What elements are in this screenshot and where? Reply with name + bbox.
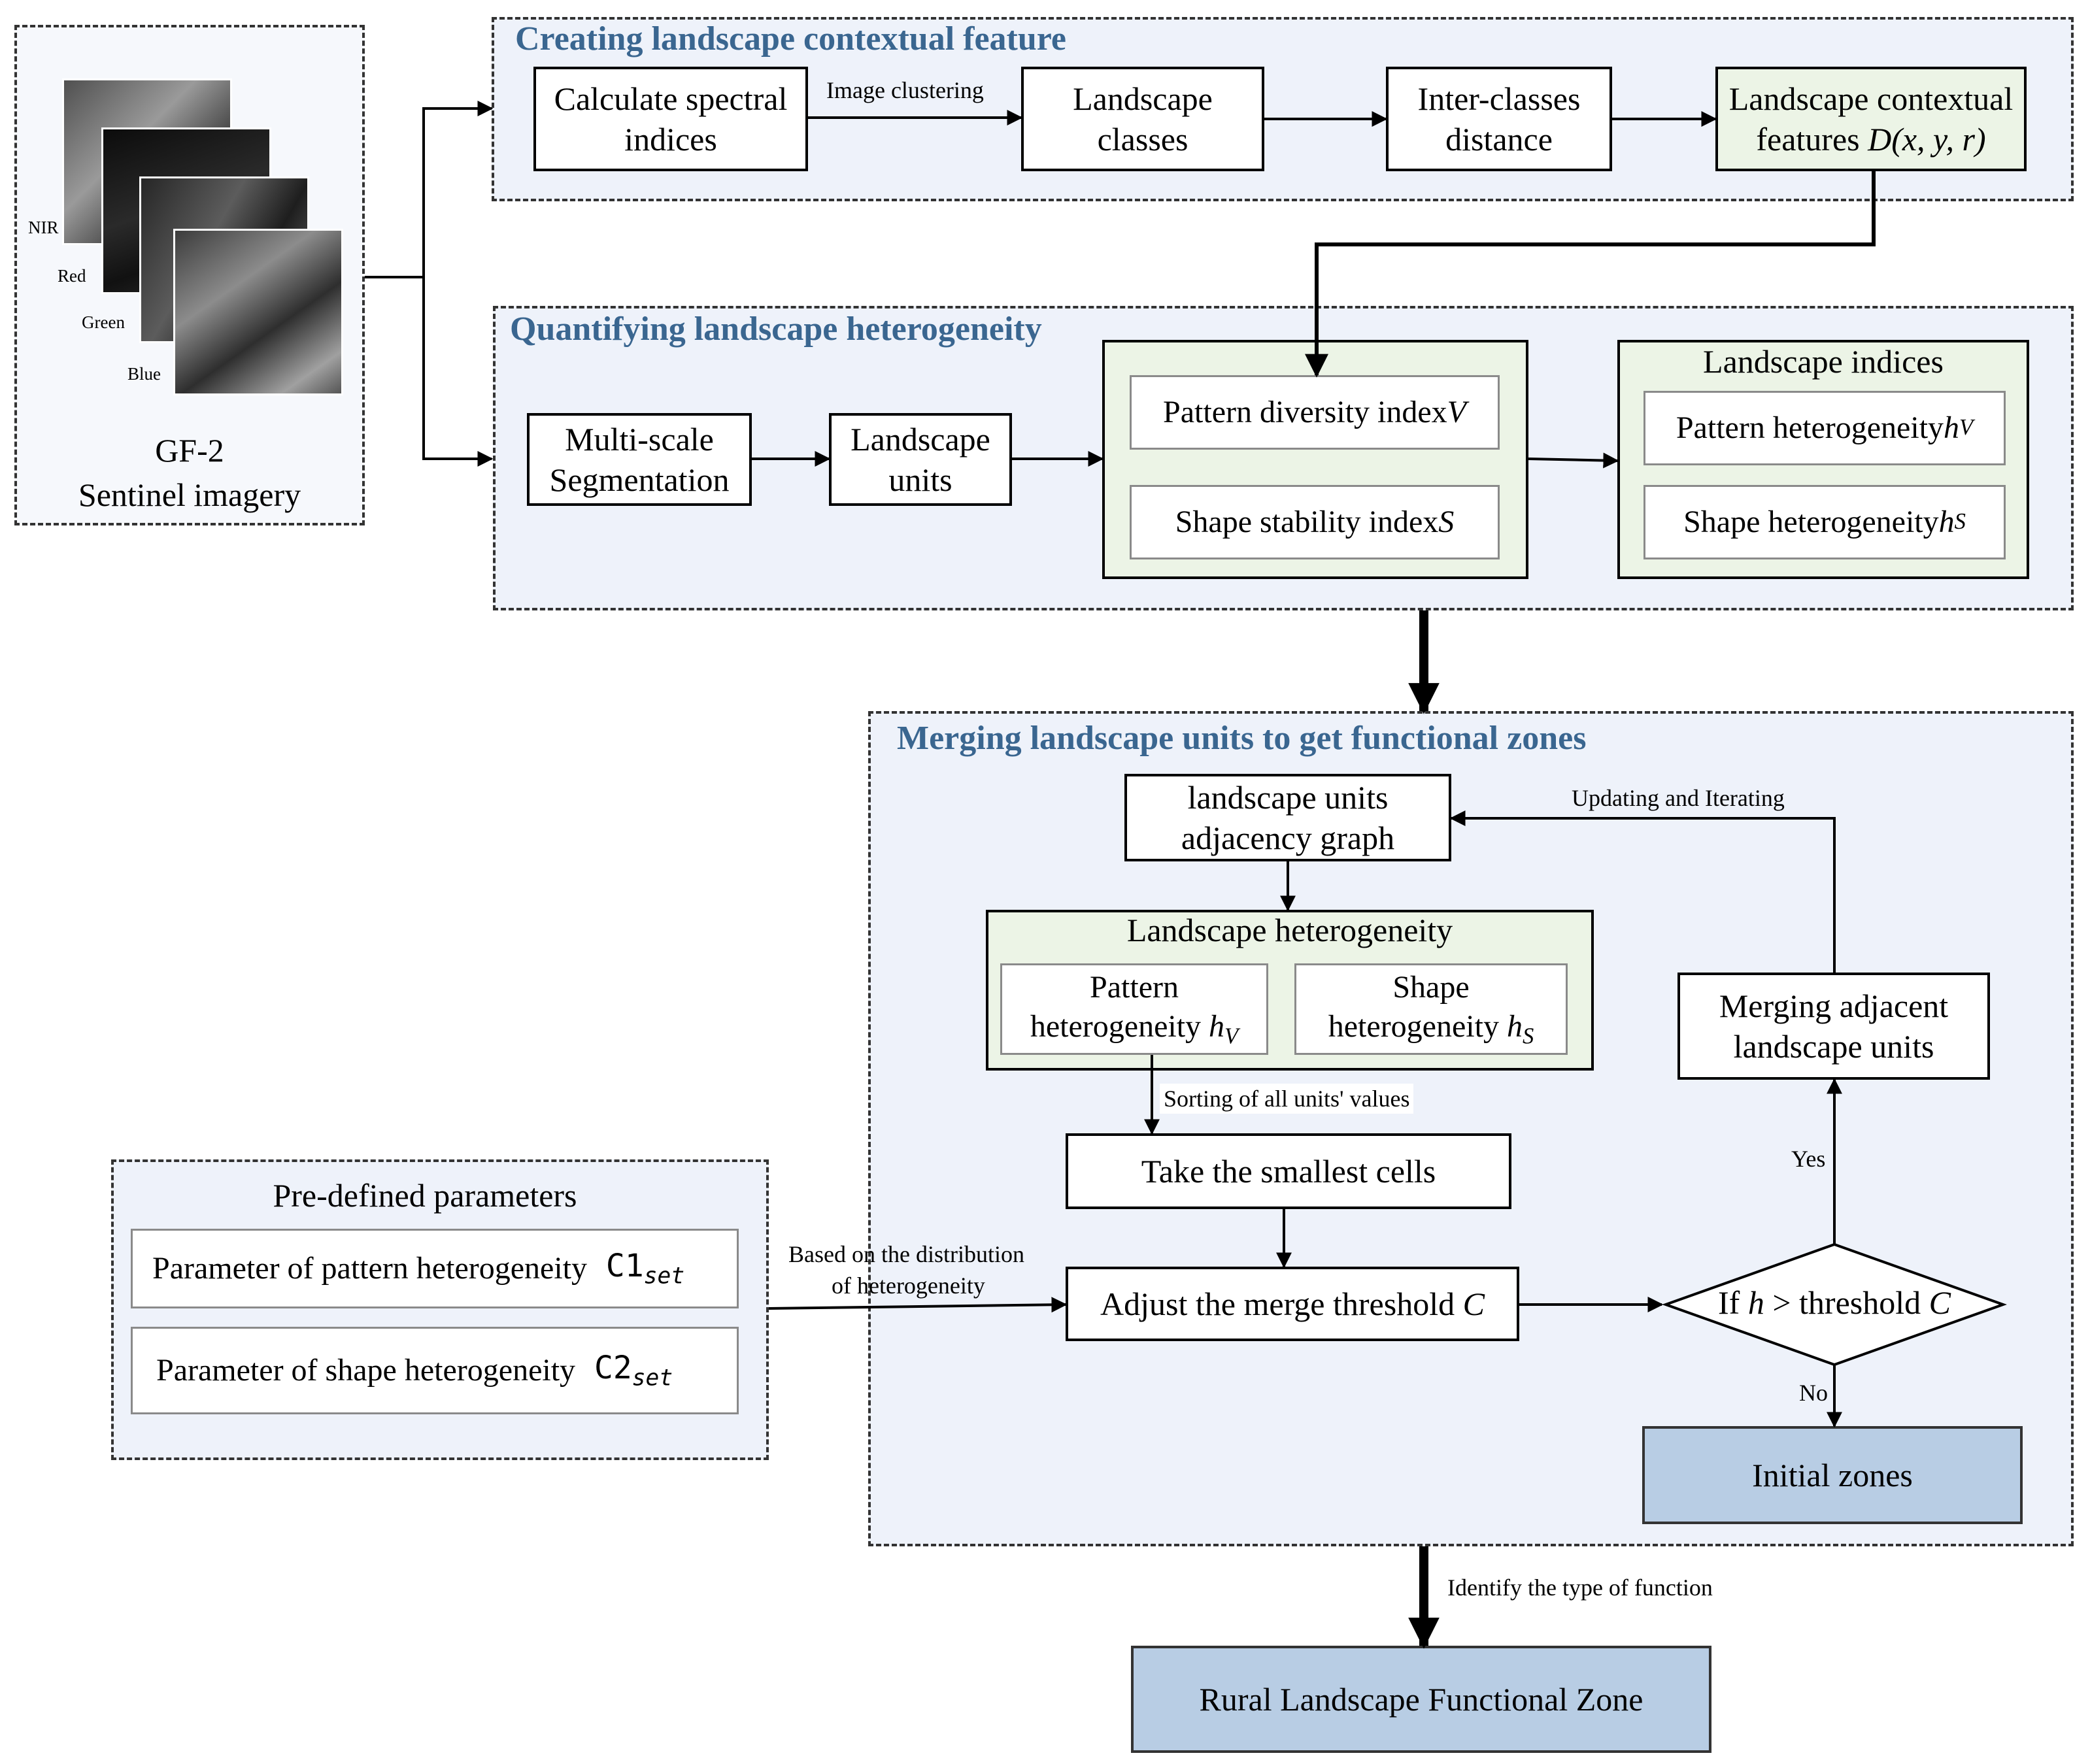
sorting-values-label: Sorting of all units' values [1160, 1084, 1414, 1114]
merging-panel [868, 711, 2074, 1546]
shape-parameter-box: Parameter of shape heterogeneity C2set [131, 1327, 739, 1414]
shape-heterogeneity-line2: heterogeneity hS [1328, 1008, 1534, 1049]
blue-band-label: Blue [127, 364, 161, 384]
identify-function-label: Identify the type of function [1443, 1573, 1717, 1603]
multi-scale-segmentation-box: Multi-scale Segmentation [527, 413, 752, 506]
adjacency-graph-box: landscape units adjacency graph [1124, 774, 1451, 861]
imagery-to-section1-arrow [422, 101, 494, 277]
landscape-units-box: Landscape units [829, 413, 1012, 506]
landscape-heterogeneity-title: Landscape heterogeneity [1126, 912, 1453, 948]
shape-heterogeneity-line1: Shape [1392, 969, 1470, 1005]
decision-text: If h > threshold C [1718, 1284, 1951, 1321]
initial-zones-box: Initial zones [1642, 1426, 2023, 1524]
contextual-features-line2: features D(x, y, r) [1756, 121, 1986, 158]
pattern-heterogeneity-subbox: Pattern heterogeneity hV [1000, 963, 1268, 1055]
heterogeneity-title: Quantifying landscape heterogeneity [510, 310, 1042, 348]
nir-band-label: NIR [28, 218, 59, 237]
pattern-parameter-box: Parameter of pattern heterogeneity C1set [131, 1229, 739, 1308]
blue-band-image [173, 229, 343, 395]
adjust-merge-threshold-box: Adjust the merge threshold C [1066, 1267, 1519, 1341]
parameters-title: Pre-defined parameters [273, 1177, 577, 1214]
merging-adjacent-units-box: Merging adjacent landscape units [1677, 973, 1990, 1080]
landscape-indices-title: Landscape indices [1703, 343, 1944, 380]
rural-functional-zone-box: Rural Landscape Functional Zone [1131, 1646, 1711, 1753]
contextual-features-line1: Landscape contextual [1728, 80, 2014, 117]
distribution-label-line1: Based on the distribution [788, 1241, 1024, 1267]
imagery-title-line1: GF-2 [155, 432, 224, 469]
pattern-diversity-index-box: Pattern diversity index V [1130, 375, 1500, 450]
shape-heterogeneity-subbox: Shape heterogeneity hS [1294, 963, 1568, 1055]
distribution-label-line2: of heterogeneity [832, 1273, 985, 1299]
contextual-feature-title: Creating landscape contextual feature [515, 20, 1066, 58]
image-clustering-label: Image clustering [826, 77, 984, 103]
updating-iterating-label: Updating and Iterating [1572, 785, 1785, 811]
calculate-spectral-indices-box: Calculate spectral indices [533, 67, 808, 171]
green-band-label: Green [82, 312, 125, 332]
pattern-heterogeneity-line2: heterogeneity hV [1030, 1008, 1239, 1049]
red-band-label: Red [58, 266, 86, 286]
yes-label: Yes [1791, 1146, 1826, 1172]
inter-classes-distance-box: Inter-classes distance [1386, 67, 1612, 171]
take-smallest-cells-box: Take the smallest cells [1066, 1133, 1511, 1209]
imagery-to-section2-arrow [422, 277, 494, 467]
merging-title: Merging landscape units to get functiona… [897, 720, 1587, 757]
no-label: No [1799, 1380, 1828, 1406]
pattern-heterogeneity-line1: Pattern [1090, 969, 1179, 1005]
landscape-classes-box: Landscape classes [1021, 67, 1264, 171]
shape-stability-index-box: Shape stability index S [1130, 485, 1500, 559]
imagery-title-line2: Sentinel imagery [78, 476, 301, 513]
landscape-contextual-features-box: Landscape contextual features D(x, y, r) [1715, 67, 2027, 171]
